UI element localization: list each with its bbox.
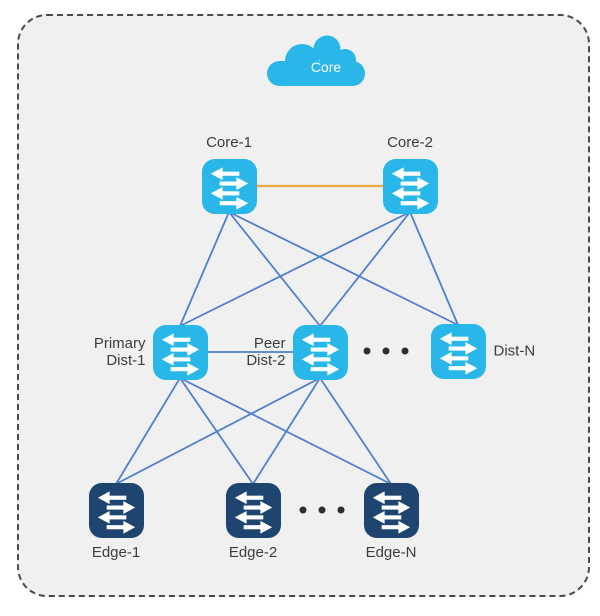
node-label: Core-2 xyxy=(387,134,433,151)
cloud-icon: Core xyxy=(267,35,365,86)
node-label: Edge-1 xyxy=(92,544,140,561)
node-edge-1: Edge-1 xyxy=(88,482,144,561)
node-label-line: Dist-2 xyxy=(246,352,286,369)
node-label: Edge-N xyxy=(366,544,417,561)
node-label-line: Peer xyxy=(253,335,286,352)
cloud-label: Core xyxy=(311,59,342,75)
switch-icon xyxy=(363,482,419,538)
switch-icon xyxy=(430,323,486,379)
node-cloud-core: Core xyxy=(266,34,366,86)
dot xyxy=(363,347,371,355)
switch-icon xyxy=(88,482,144,538)
node-label-line: Dist-N xyxy=(493,342,536,360)
switch-icon xyxy=(292,324,348,380)
node-label-line: Primary xyxy=(93,335,146,352)
node-label-line: Edge-1 xyxy=(91,543,141,561)
dot xyxy=(299,506,307,514)
dot xyxy=(401,347,409,355)
node-label: Edge-2 xyxy=(229,544,277,561)
node-edge-2: Edge-2 xyxy=(225,482,281,561)
dot xyxy=(318,506,326,514)
switch-icon xyxy=(382,158,438,214)
dot xyxy=(337,506,345,514)
node-label-line: Core-2 xyxy=(387,133,433,151)
node-label: Dist-N xyxy=(494,343,536,360)
node-core-1: Core-1 xyxy=(201,134,257,214)
node-dist-n: Dist-N xyxy=(430,323,535,379)
node-label-line: Core-1 xyxy=(206,133,252,151)
node-label-line: Dist-1 xyxy=(106,352,146,369)
node-core-2: Core-2 xyxy=(382,134,438,214)
node-edge-n: Edge-N xyxy=(363,482,419,561)
ellipsis-edge-ellipsis xyxy=(299,506,345,514)
switch-icon xyxy=(201,158,257,214)
dot xyxy=(382,347,390,355)
node-label: Core-1 xyxy=(206,134,252,151)
node-label-line: Edge-2 xyxy=(228,543,278,561)
switch-icon xyxy=(152,324,208,380)
switch-icon xyxy=(225,482,281,538)
node-label-line: Edge-N xyxy=(365,543,417,561)
ellipsis-dist-ellipsis xyxy=(363,347,409,355)
